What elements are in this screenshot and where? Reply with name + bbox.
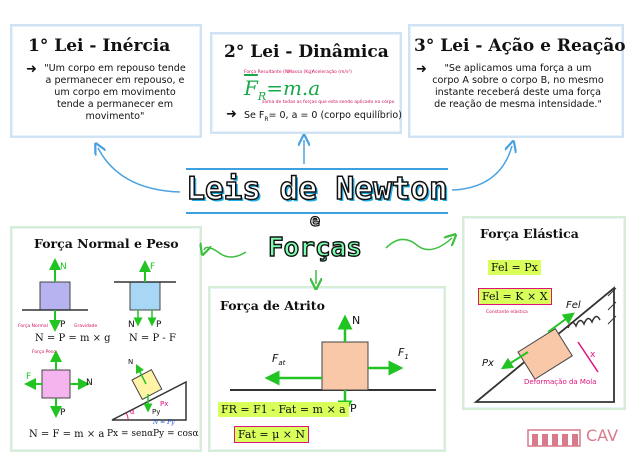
eq-atrito-2: Fat = μ × N (234, 426, 310, 443)
formula-force-sub: R (257, 90, 267, 103)
center-connector: e (309, 210, 321, 231)
formula-force: F (244, 76, 258, 100)
label-py4: Py (152, 408, 161, 416)
note-sum-forces: soma de todas as forças que esta sendo a… (262, 100, 395, 105)
block-3 (41, 369, 71, 399)
block-2 (129, 281, 161, 311)
spring (567, 315, 601, 329)
label-deformacao: Deformação da Mola (524, 378, 597, 386)
second-law-card (210, 32, 402, 134)
eq-elastica-1: Fel = Px (488, 260, 541, 275)
fat-sub: at (278, 359, 286, 368)
rule-prefix: Se F (244, 110, 265, 121)
label-x: x (590, 350, 596, 360)
connector-third-law (451, 146, 512, 191)
eq-py: Py = cosα (153, 429, 199, 439)
first-law-title: 1° Lei - Inércia (28, 36, 171, 56)
normal-peso-card (10, 226, 202, 452)
center-title-frame (186, 168, 448, 214)
normal-peso-title: Força Normal e Peso (34, 236, 179, 251)
block-4 (131, 368, 163, 401)
label-p3: P (60, 408, 66, 418)
label-n4: N (128, 358, 134, 366)
label-gravidade: Gravidade (74, 324, 98, 329)
note-mass: Massa (Kg) (288, 70, 313, 75)
label-f3: F (26, 372, 32, 382)
eq-px: Px = senα (107, 429, 154, 439)
second-law-title: 2° Lei - Dinâmica (224, 42, 389, 62)
third-law-arrow-icon: ➜ (416, 62, 427, 77)
atrito-title: Força de Atrito (220, 298, 325, 313)
label-constante: Constante elástica (486, 310, 528, 315)
second-law-arrow-icon: ➜ (226, 107, 237, 122)
label-n1: N (60, 262, 67, 272)
elastica-title: Força Elástica (480, 226, 579, 241)
label-atrito-fat: Fat (272, 352, 285, 367)
first-law-card (10, 24, 202, 138)
elastica-card (462, 216, 626, 410)
brand-logo (527, 429, 581, 447)
label-fel: Fel (566, 300, 581, 311)
atrito-block (321, 341, 369, 391)
connector-first-law (98, 148, 181, 193)
eq-elastica-2: Fel = K × X (478, 288, 552, 305)
label-px4: Px (160, 400, 169, 408)
elastica-block (517, 327, 573, 380)
label-alpha: α (130, 408, 135, 416)
rule-sub: R (264, 115, 269, 123)
label-forca-normal: Força Normal (18, 324, 48, 329)
label-p1: P (60, 320, 66, 330)
eq-py-note: N = Py (153, 419, 175, 426)
third-law-title: 3° Lei - Ação e Reação (414, 36, 626, 56)
first-law-arrow-icon: ➜ (26, 62, 37, 77)
third-law-text: "Se aplicamos uma força a um corpo A sob… (432, 63, 604, 110)
formula-rest: =m.a (266, 76, 321, 100)
label-n2: N (128, 320, 135, 330)
connector-elastica (385, 238, 452, 251)
brand-name: CAV (586, 426, 619, 445)
second-law-rule: Se FR= 0, a = 0 (corpo equilíbrio) (244, 110, 402, 123)
note-resultant-force: Força Resultante (N) (244, 70, 290, 75)
center-subtitle: Forças (267, 232, 362, 263)
label-p2: P (156, 320, 162, 330)
eq-normal-2: N = P - F (129, 333, 176, 344)
eq-normal-1: N = P = m × g (35, 333, 111, 344)
note-acceleration: Aceleração (m/s²) (312, 70, 352, 75)
center-title: Leis de Newton (186, 170, 449, 208)
rule-rest: = 0, a = 0 (corpo equilíbrio) (268, 110, 402, 121)
eq-atrito-1: FR = F1 - Fat = m × a (218, 402, 349, 417)
third-law-card (408, 24, 624, 138)
connector-normal-peso (204, 247, 247, 258)
label-px-elastica: Px (482, 358, 494, 369)
eq-normal-3: N = F = m × a (29, 429, 105, 440)
fat-main: F (272, 352, 279, 365)
block-1 (39, 281, 71, 311)
second-law-formula: FR=m.a (244, 76, 320, 103)
label-atrito-f1: F1 (398, 346, 409, 361)
label-forca-peso: Força Peso (32, 350, 57, 355)
label-n3: N (86, 378, 93, 388)
f1-main: F (398, 346, 405, 359)
label-atrito-n: N (352, 314, 361, 327)
f1-sub: 1 (404, 353, 409, 362)
label-atrito-p: P (350, 402, 357, 415)
first-law-text: "Um corpo em repouso tende a permanecer … (44, 63, 186, 122)
label-f2: F (150, 262, 156, 272)
